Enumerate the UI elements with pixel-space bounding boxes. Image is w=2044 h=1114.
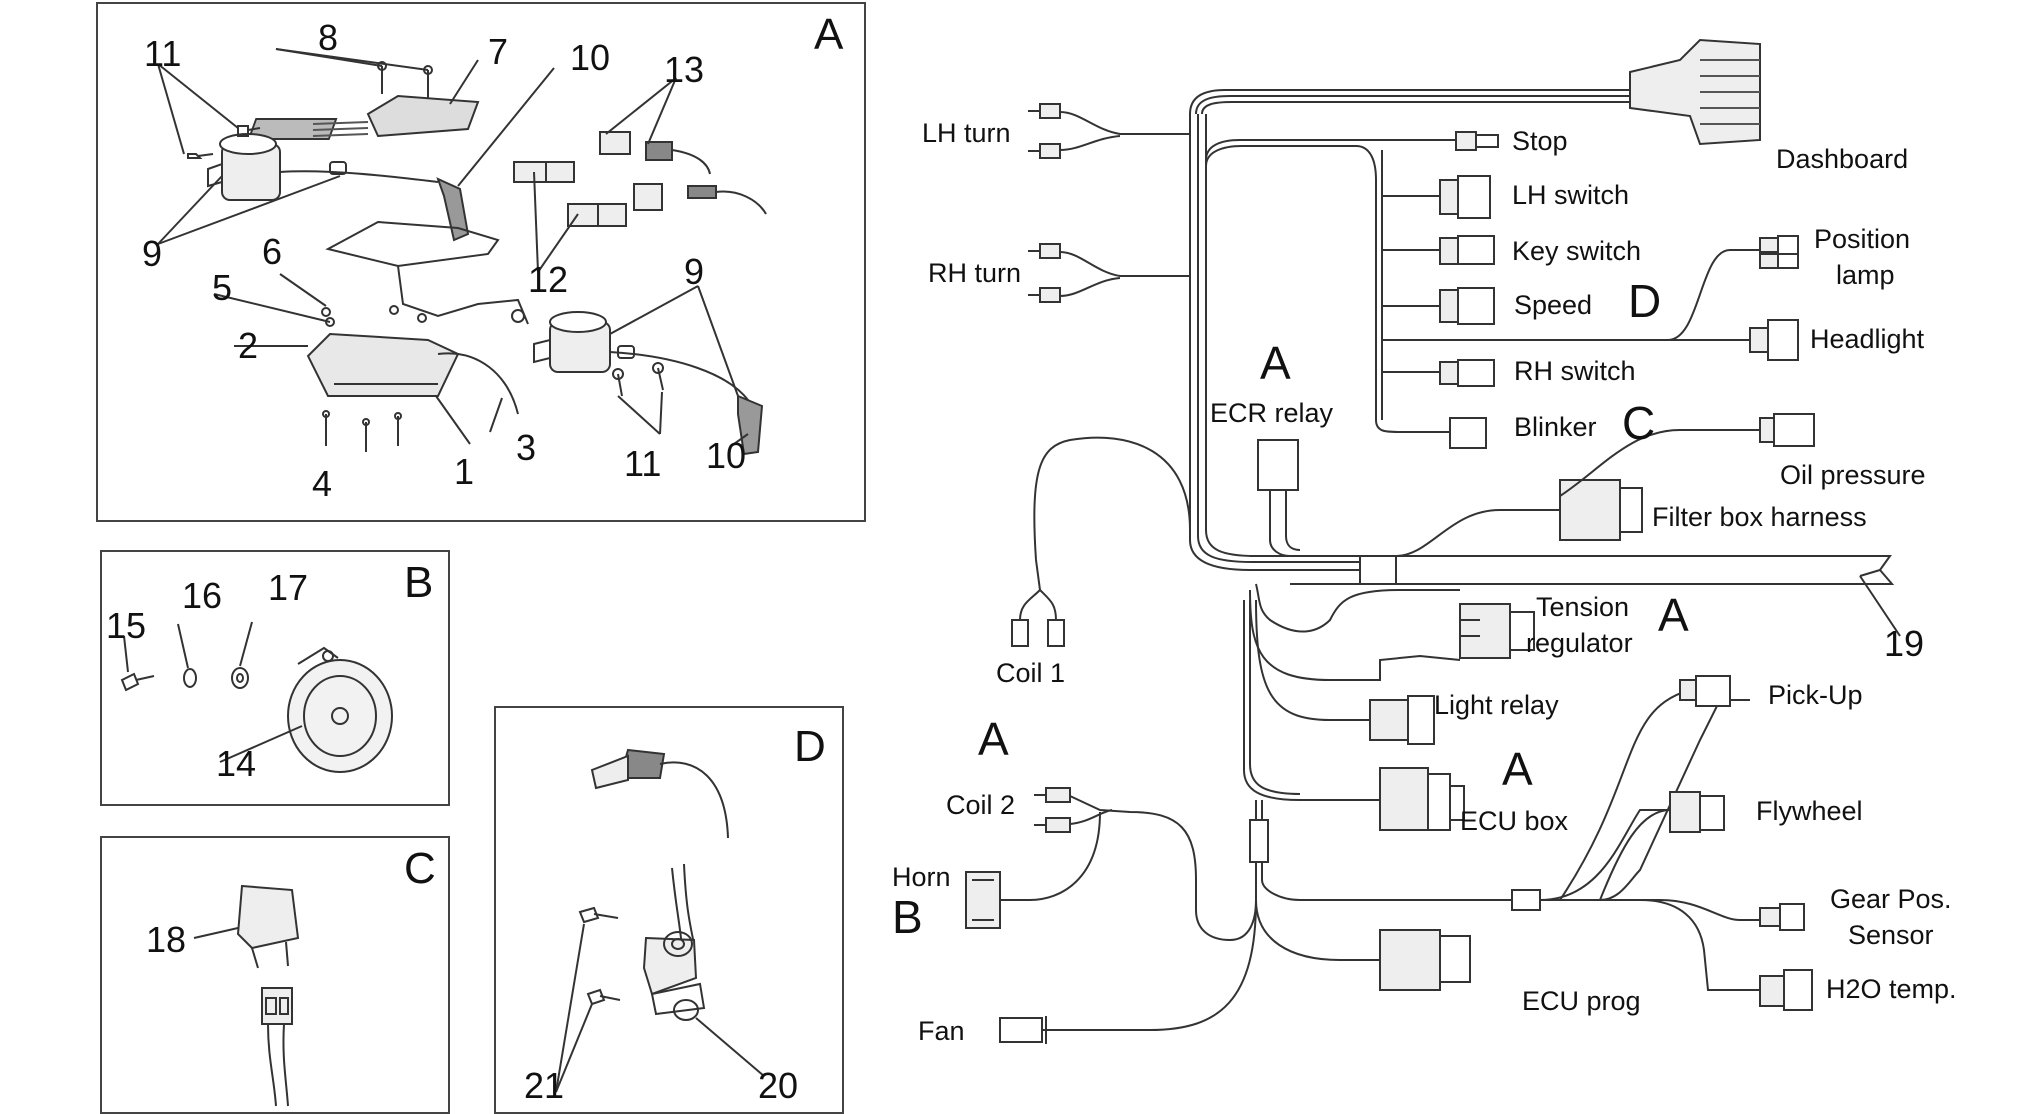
part-10a: 10: [570, 37, 611, 78]
part-8: 8: [318, 17, 339, 58]
panel-b: B 15 16 17 14: [100, 550, 450, 806]
label-headlight: Headlight: [1810, 324, 1925, 354]
label-horn: Horn: [892, 862, 951, 892]
label-tension-regulator-line1: Tension: [1536, 592, 1630, 622]
part-11a: 11: [144, 33, 182, 74]
panel-b-letter: B: [404, 558, 434, 607]
part-14: 14: [216, 743, 257, 784]
label-h2o-temp: H2O temp.: [1826, 974, 1957, 1004]
part-3: 3: [516, 427, 537, 468]
label-gear-pos-line1: Gear Pos.: [1830, 884, 1952, 914]
ref-a-ecu: A: [1502, 743, 1533, 795]
part-10b: 10: [706, 435, 747, 476]
part-21: 21: [524, 1065, 565, 1106]
label-pick-up: Pick-Up: [1768, 680, 1863, 710]
panel-b-drawing: [120, 621, 393, 773]
label-flywheel: Flywheel: [1756, 796, 1863, 826]
panel-d-letter: D: [794, 722, 826, 771]
label-coil-1: Coil 1: [996, 658, 1066, 688]
label-gear-pos-line2: Sensor: [1848, 920, 1934, 950]
part-5: 5: [212, 267, 233, 308]
label-key-switch: Key switch: [1512, 236, 1642, 266]
label-light-relay: Light relay: [1434, 690, 1559, 720]
part-12: 12: [528, 259, 569, 300]
panel-d: D 21 20: [494, 706, 844, 1114]
label-oil-pressure: Oil pressure: [1780, 460, 1926, 490]
ref-b-horn: B: [892, 891, 923, 943]
label-rh-turn: RH turn: [928, 258, 1022, 288]
panel-d-drawing: [555, 748, 765, 1093]
panel-a-drawing: [157, 48, 767, 456]
label-tension-regulator-line2: regulator: [1526, 628, 1633, 658]
panel-a: A: [96, 2, 866, 522]
label-filter-box-harness: Filter box harness: [1652, 502, 1867, 532]
panel-c: C 18: [100, 836, 450, 1114]
label-dashboard: Dashboard: [1776, 144, 1909, 174]
part-11b: 11: [624, 443, 662, 484]
part-9b: 9: [684, 251, 705, 292]
label-rh-switch: RH switch: [1514, 356, 1636, 386]
label-position-lamp-line1: Position: [1814, 224, 1911, 254]
ref-a-tension: A: [1658, 589, 1689, 641]
part-17: 17: [268, 567, 309, 608]
part-9a: 9: [142, 233, 163, 274]
ref-c-blinker: C: [1622, 397, 1656, 449]
part-15: 15: [106, 605, 147, 646]
part-20: 20: [758, 1065, 799, 1106]
label-speed: Speed: [1514, 290, 1593, 320]
label-position-lamp-line2: lamp: [1836, 260, 1895, 290]
label-fan: Fan: [918, 1016, 965, 1046]
label-lh-turn: LH turn: [922, 118, 1011, 148]
label-ecr-relay: ECR relay: [1210, 398, 1334, 428]
panel-a-letter: A: [814, 10, 844, 59]
part-16: 16: [182, 575, 223, 616]
part-1: 1: [454, 451, 475, 492]
label-ecu-prog: ECU prog: [1522, 986, 1641, 1016]
part-2: 2: [238, 325, 259, 366]
ref-a-coil2: A: [978, 713, 1009, 765]
label-stop: Stop: [1512, 126, 1568, 156]
panel-c-drawing: [193, 884, 300, 1107]
ref-d-speed: D: [1628, 275, 1662, 327]
part-18: 18: [146, 919, 187, 960]
part-13: 13: [664, 49, 705, 90]
part-19: 19: [1884, 623, 1925, 664]
label-blinker: Blinker: [1514, 412, 1597, 442]
part-7: 7: [488, 31, 509, 72]
label-ecu-box: ECU box: [1460, 806, 1569, 836]
part-6: 6: [262, 231, 283, 272]
ref-a-ecr: A: [1260, 337, 1291, 389]
label-lh-switch: LH switch: [1512, 180, 1630, 210]
panel-c-letter: C: [404, 844, 436, 893]
label-coil-2: Coil 2: [946, 790, 1016, 820]
part-4: 4: [312, 463, 333, 504]
